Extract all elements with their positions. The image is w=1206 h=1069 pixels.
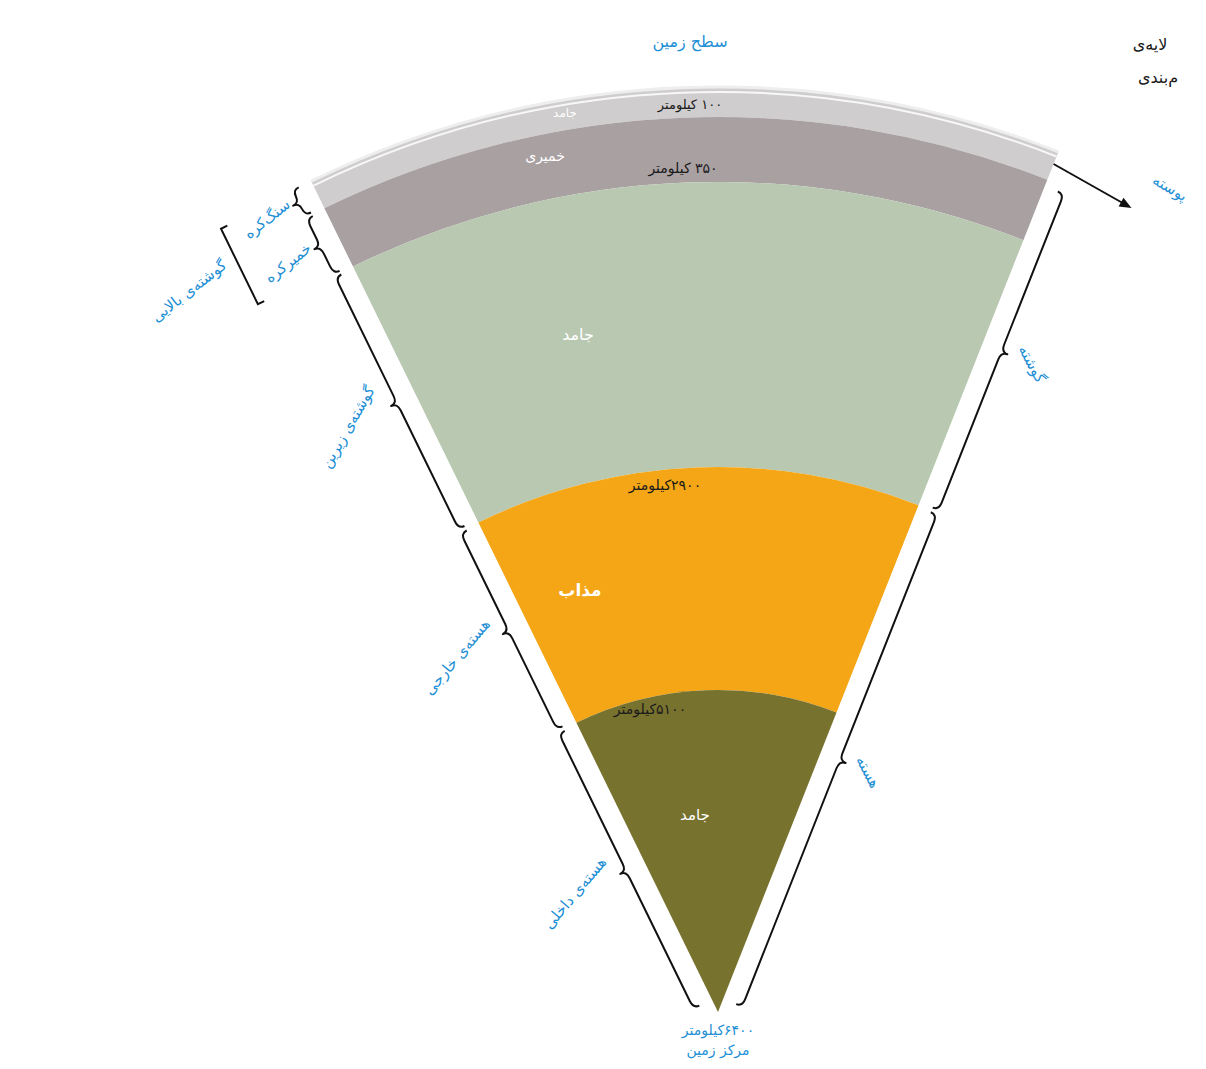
- layer-name: گوشته‌ی زیرین: [317, 383, 379, 472]
- outer-core-band: [478, 467, 918, 723]
- mantle-brace: [933, 192, 1062, 509]
- core-brace: [736, 512, 935, 1004]
- asthenosphere-brace: [309, 216, 340, 272]
- cut-text: م‌بندی: [1138, 68, 1178, 87]
- layer-name: هسته‌ی داخلی: [540, 853, 610, 932]
- depth-label: ۵۱۰۰کیلومتر: [614, 701, 686, 718]
- state-label: خمیری: [525, 148, 565, 165]
- center-label: مرکز زمین: [686, 1042, 749, 1059]
- state-label: جامد: [562, 325, 594, 344]
- depth-label: ۲۹۰۰کیلومتر: [629, 477, 701, 494]
- surface-label: سطح زمین: [652, 32, 727, 51]
- arrowhead: [1119, 198, 1132, 208]
- state-label: مذاب: [558, 580, 601, 600]
- layer-name: هسته‌ی خارجی: [420, 615, 494, 698]
- depth-label: ۶۴۰۰کیلومتر: [682, 1022, 754, 1039]
- layer-name: خمیرکره: [262, 239, 316, 286]
- lithosphere-brace: [293, 187, 311, 213]
- surface-rim: [311, 87, 1058, 181]
- layer-name: هسته: [852, 753, 884, 791]
- depth-label: ۱۰۰ کیلومتر: [658, 97, 722, 113]
- cut-text: لایه‌ی: [1133, 35, 1168, 54]
- crust-stripe: [314, 92, 1057, 186]
- layer-name: سنگ‌کره: [240, 195, 293, 242]
- layer-name: گوشته: [1014, 342, 1049, 386]
- depth-label: ۳۵۰ کیلومتر: [648, 160, 717, 177]
- state-label: جامد: [680, 806, 710, 824]
- inner-core-brace: [561, 731, 699, 1007]
- layer-name: پوسته: [1149, 171, 1190, 205]
- state-label: جامد: [553, 106, 577, 120]
- layer-name: گوشته‌ی بالایی: [148, 256, 230, 326]
- crust-leader: [1054, 164, 1128, 206]
